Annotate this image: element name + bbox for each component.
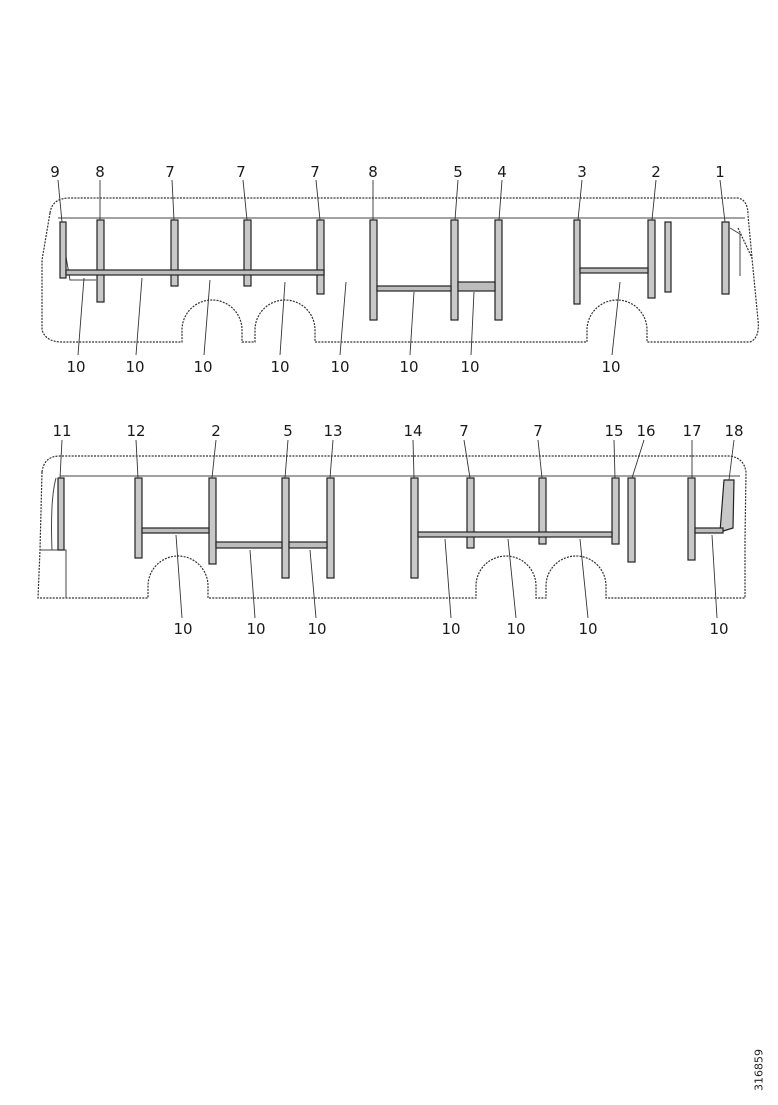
bottom-roof-outline — [41, 455, 747, 473]
callout-label: 18 — [724, 422, 743, 440]
callout-label: 8 — [95, 163, 105, 181]
top-post-7b — [243, 219, 252, 287]
bottom-post-7a — [466, 477, 475, 549]
callout-label: 10 — [506, 620, 525, 638]
top-post-5 — [450, 219, 459, 321]
callout-label: 7 — [310, 163, 320, 181]
callout-label: 16 — [636, 422, 655, 440]
callout-label: 10 — [601, 358, 620, 376]
top-roof-outline — [49, 197, 749, 216]
callout-label: 8 — [368, 163, 378, 181]
top-post-7a — [170, 219, 179, 287]
top-post-2a — [647, 219, 656, 299]
bottom-panel-a — [215, 541, 283, 549]
callout-label: 17 — [682, 422, 701, 440]
callout-label: 10 — [193, 358, 212, 376]
bottom-windscreen — [51, 477, 57, 551]
callout-label: 10 — [441, 620, 460, 638]
callout-label: 2 — [651, 163, 661, 181]
callout-label: 5 — [283, 422, 293, 440]
callout-label: 7 — [165, 163, 175, 181]
bottom-post-18 — [719, 479, 735, 533]
callout-label: 10 — [578, 620, 597, 638]
callout-label: 11 — [52, 422, 71, 440]
top-post-8a — [96, 219, 105, 303]
callout-label: 13 — [323, 422, 342, 440]
top-post-3 — [573, 219, 581, 305]
callout-label: 15 — [604, 422, 623, 440]
callout-label: 10 — [330, 358, 349, 376]
callout-label: 10 — [125, 358, 144, 376]
bottom-post-12 — [134, 477, 143, 559]
callout-label: 7 — [533, 422, 543, 440]
bottom-panel-b — [288, 541, 328, 549]
callout-label: 7 — [236, 163, 246, 181]
top-panel-door — [457, 281, 496, 292]
bottom-post-7b — [538, 477, 547, 545]
bottom-callouts: 11 12 2 5 13 14 7 7 15 16 17 18 10 10 10… — [52, 422, 743, 638]
bus-view-top — [41, 197, 759, 343]
callout-label: 4 — [497, 163, 507, 181]
callout-label: 9 — [50, 163, 60, 181]
document-id-text: 316859 — [752, 1049, 766, 1091]
callout-label: 10 — [246, 620, 265, 638]
callout-label: 10 — [460, 358, 479, 376]
top-rail-rear — [65, 269, 325, 276]
bus-view-bottom — [37, 455, 747, 599]
bottom-post-13 — [326, 477, 335, 579]
bottom-body-outline — [37, 471, 747, 599]
bottom-post-2 — [208, 477, 217, 565]
bottom-front-corner — [40, 549, 67, 598]
callout-label: 10 — [270, 358, 289, 376]
top-rail-front — [579, 267, 649, 274]
callout-label: 10 — [307, 620, 326, 638]
bottom-post-11 — [57, 477, 65, 551]
callout-label: 5 — [453, 163, 463, 181]
callout-label: 10 — [399, 358, 418, 376]
top-post-9 — [59, 221, 67, 279]
top-windscreen — [737, 227, 753, 259]
top-post-4 — [494, 219, 503, 321]
bottom-leaders — [59, 439, 735, 619]
top-post-7c — [316, 219, 325, 295]
top-panel-mid — [376, 285, 452, 292]
callout-label: 1 — [715, 163, 725, 181]
callout-label: 10 — [709, 620, 728, 638]
bottom-rail-front — [141, 527, 210, 534]
top-post-8b — [369, 219, 378, 321]
callout-label: 10 — [173, 620, 192, 638]
bottom-panel-rear — [694, 527, 724, 534]
bottom-post-15 — [611, 477, 620, 545]
document-id: 316859 — [752, 1049, 766, 1091]
top-door-frame — [729, 227, 741, 276]
callout-label: 10 — [66, 358, 85, 376]
top-post-2b — [664, 221, 672, 293]
callout-label: 14 — [403, 422, 422, 440]
callout-label: 2 — [211, 422, 221, 440]
bottom-post-16 — [627, 477, 636, 563]
top-post-1 — [721, 221, 730, 295]
callout-label: 7 — [459, 422, 469, 440]
callout-label: 3 — [577, 163, 587, 181]
bottom-post-14 — [410, 477, 419, 579]
top-body-outline — [41, 212, 759, 343]
bottom-post-5 — [281, 477, 290, 579]
top-leaders — [57, 179, 726, 356]
callout-label: 12 — [126, 422, 145, 440]
bottom-rail-rear — [417, 531, 613, 538]
bottom-post-17 — [687, 477, 696, 561]
top-callouts: 9 8 7 7 7 8 5 4 3 2 1 10 10 10 10 10 10 … — [50, 163, 725, 376]
